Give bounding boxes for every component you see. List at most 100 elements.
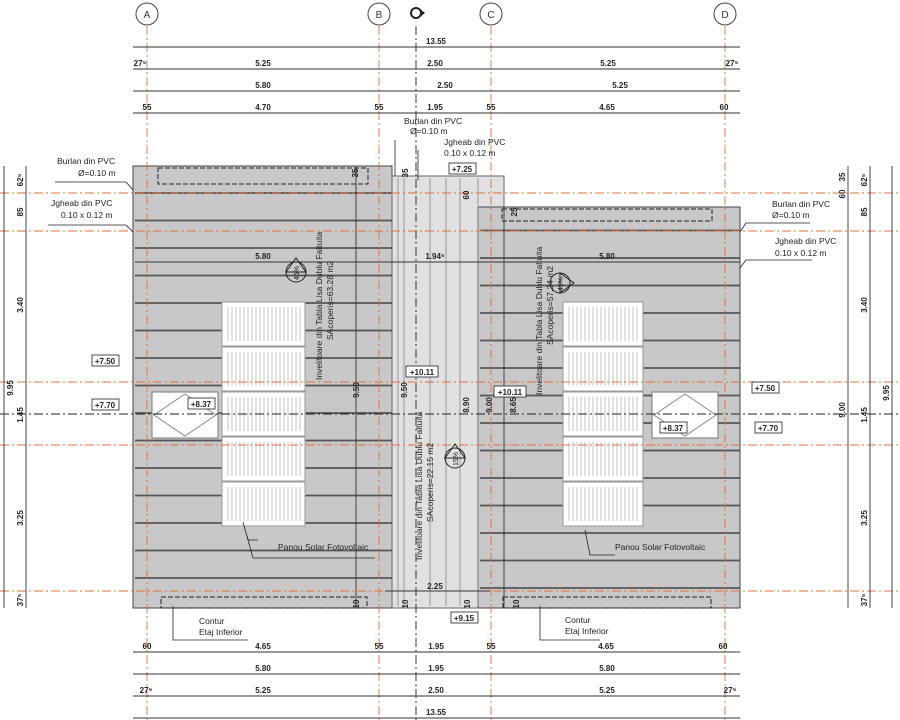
burlan-label-right: Burlan din PVC [772, 199, 830, 209]
leader-lines [48, 140, 812, 641]
dim-right: 37⁵ [860, 593, 869, 606]
dim-inner: 8.65 [509, 397, 518, 413]
dim-top: 5.25 [600, 59, 616, 68]
dim-bottom: 4.65 [598, 642, 614, 651]
dim-top: 55 [143, 103, 152, 112]
dim-bottom: 27⁵ [140, 686, 153, 695]
dim-inner: 10 [512, 599, 521, 608]
dim-inner: 10 [401, 599, 410, 608]
contour-label-right-2: Etaj Inferior [565, 626, 609, 636]
slope-middle: 15% [453, 452, 460, 466]
dim-bottom: 4.65 [255, 642, 271, 651]
elevation-boxes [91, 162, 783, 624]
dim-bottom: 5.80 [599, 664, 615, 673]
dim-top: 27⁵ [726, 59, 739, 68]
burlan-size-left: Ø=0.10 m [78, 168, 116, 178]
dim-inner: 9.50 [352, 382, 361, 398]
elevation-right-eave: +7.50 [755, 384, 776, 393]
contour-label-right: Contur [565, 615, 591, 625]
dim-right: 3.25 [860, 510, 869, 526]
solar-panel [221, 301, 306, 347]
dim-bottom: 60 [719, 642, 728, 651]
elevation-ridge-left: +10.11 [410, 368, 435, 377]
dim-inner: 5.80 [255, 252, 271, 261]
solar-panel [562, 481, 644, 527]
dim-top: 27⁵ [134, 59, 147, 68]
slope-symbol-right [549, 272, 575, 294]
dim-inner: 9.00 [485, 397, 494, 413]
dim-top: 4.65 [599, 103, 615, 112]
contour-label-left: Contur [199, 616, 225, 626]
solar-panel [221, 481, 306, 527]
dim-right: 35 [838, 172, 847, 181]
dim-right: 1.45 [860, 407, 869, 423]
roofing-material-left: Invelitoare din Tabla Lisa Dublu Faltuit… [314, 232, 324, 380]
dim-bottom: 27⁵ [724, 686, 737, 695]
dim-bottom: 60 [143, 642, 152, 651]
dim-bottom: 1.95 [428, 642, 444, 651]
dim-right-total: 9.95 [882, 385, 891, 401]
dim-left-total: 9.95 [6, 380, 15, 396]
dim-right: 62⁵ [860, 173, 869, 186]
slope-symbol-left [285, 257, 307, 283]
roofing-area-right: SAcoperis=57.24 m2 [545, 266, 555, 345]
dim-left: 1.45 [16, 407, 25, 423]
elevation-right-gutter: +7.70 [758, 424, 779, 433]
dim-bottom-total: 13.55 [426, 708, 447, 717]
dim-top: 60 [720, 103, 729, 112]
lower-contour-left [160, 596, 368, 609]
slope-left: 45% [294, 266, 301, 280]
dim-left: 3.40 [16, 297, 25, 313]
dim-top: 5.25 [255, 59, 271, 68]
dim-right: 3.40 [860, 297, 869, 313]
solar-panel [221, 346, 306, 392]
burlan-label-middle: Burlan din PVC [404, 116, 462, 126]
dim-bottom: 1.95 [428, 664, 444, 673]
dim-bottom: 2.50 [428, 686, 444, 695]
axis-a-label: A [144, 10, 151, 21]
dim-top: 55 [487, 103, 496, 112]
dim-inner: 10 [463, 599, 472, 608]
elevation-right-skylight: +8.37 [663, 424, 684, 433]
grid-bubbles [135, 2, 737, 26]
dim-top: 55 [375, 103, 384, 112]
jgheab-size-right: 0.10 x 0.12 m [775, 248, 827, 258]
burlan-label-left: Burlan din PVC [57, 156, 115, 166]
dim-right: 85 [860, 207, 869, 216]
middle-roof-lines [397, 178, 479, 606]
section-marker-icon [410, 7, 425, 19]
dim-inner: 60 [462, 190, 471, 199]
roofing-material-middle: Invelitoare din Tabla Lisa Dublu Faltuit… [414, 412, 424, 560]
roofing-area-middle: SAcoperis=22.15 m2 [425, 443, 435, 522]
jgheab-label-middle: Jgheab din PVC [444, 137, 505, 147]
elevation-middle-top: +7.25 [452, 165, 473, 174]
solar-panel [562, 301, 644, 347]
elevation-left-skylight: +8.37 [191, 400, 212, 409]
dim-right: 9.00 [838, 402, 847, 418]
dim-right: 60 [838, 189, 847, 198]
burlan-size-right: Ø=0.10 m [772, 210, 810, 220]
jgheab-size-middle: 0.10 x 0.12 m [444, 148, 496, 158]
axis-c-label: C [487, 10, 494, 21]
dim-bottom: 5.80 [255, 664, 271, 673]
dim-inner: 2.25 [427, 582, 443, 591]
dim-bottom: 5.25 [255, 686, 271, 695]
jgheab-label-left: Jgheab din PVC [51, 198, 112, 208]
roofing-material-right: Invelitoare din Tabla Lisa Dublu Faltuit… [534, 247, 544, 395]
solar-panels [221, 301, 644, 527]
dim-inner: 8.90 [462, 397, 471, 413]
dim-bottom: 55 [487, 642, 496, 651]
dim-left: 85 [16, 207, 25, 216]
dim-inner: 9.50 [400, 382, 409, 398]
dim-top: 4.70 [255, 103, 271, 112]
dim-inner: 10 [352, 599, 361, 608]
solar-panel [562, 346, 644, 392]
lower-contour-right [502, 596, 712, 609]
dim-left: 37⁵ [16, 593, 25, 606]
upper-contour-left [157, 167, 369, 185]
solar-panel [221, 436, 306, 482]
dim-top: 2.50 [427, 59, 443, 68]
dim-left: 62⁵ [16, 173, 25, 186]
axis-d-label: D [721, 10, 728, 21]
jgheab-label-right: Jgheab din PVC [775, 236, 836, 246]
